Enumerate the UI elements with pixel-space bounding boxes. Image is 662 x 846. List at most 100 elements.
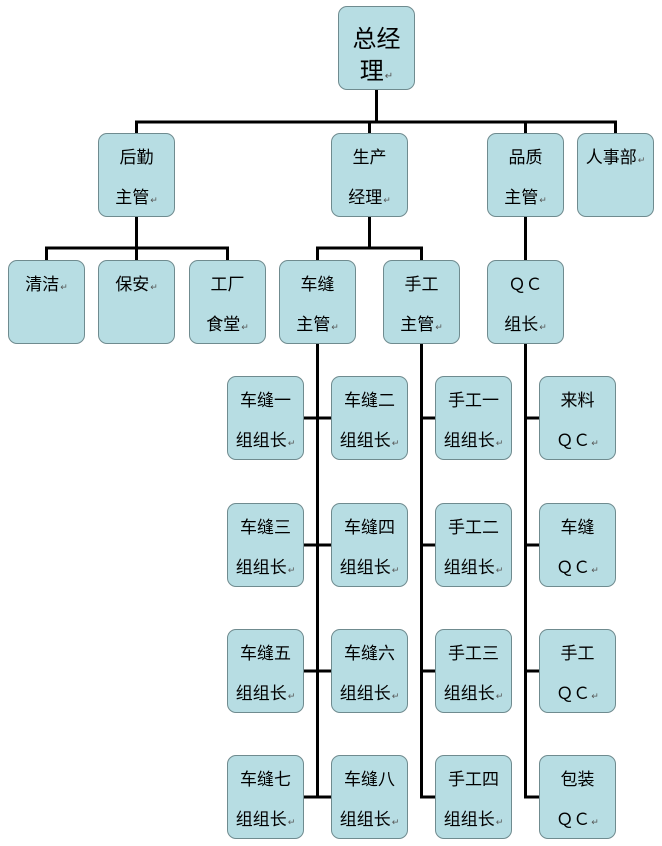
node-label-line: 组组长↵ <box>332 684 407 707</box>
node-sewing-group-2: 车缝二组组长↵ <box>331 376 408 460</box>
paragraph-mark-icon: ↵ <box>150 196 158 206</box>
paragraph-mark-icon: ↵ <box>495 692 504 702</box>
node-label-text: ＱＣ <box>556 810 591 830</box>
node-label-line: 生产 <box>332 148 407 168</box>
node-label-line: ＱＣ↵ <box>540 558 615 581</box>
node-label-line: 组组长↵ <box>436 810 511 833</box>
node-label-text: 车缝七 <box>240 770 291 790</box>
node-label-text: 人事部 <box>585 148 637 168</box>
node-label-text: 后勤 <box>119 148 154 168</box>
node-label-line: 手工二 <box>436 518 511 538</box>
node-label-text: 生产 <box>352 148 387 168</box>
node-security: 保安↵ <box>98 260 175 344</box>
node-label-line: 工厂 <box>190 275 265 295</box>
node-label-line: 后勤 <box>99 148 174 168</box>
node-label-line: 车缝四 <box>332 518 407 538</box>
paragraph-mark-icon: ↵ <box>391 439 400 449</box>
node-sewing-group-7: 车缝七组组长↵ <box>227 755 304 839</box>
node-label-text: 保安 <box>115 275 150 295</box>
paragraph-mark-icon: ↵ <box>241 323 249 333</box>
node-label-text: 车缝四 <box>344 518 395 538</box>
node-label-line: 车缝七 <box>228 770 303 790</box>
node-label-line: 清洁↵ <box>9 275 84 298</box>
paragraph-mark-icon: ↵ <box>391 818 400 828</box>
node-label-line: 主管↵ <box>384 315 459 338</box>
node-production-manager: 生产经理↵ <box>331 133 408 217</box>
node-label-text: 包装 <box>560 770 595 790</box>
node-packing-qc: 包装 ＱＣ↵ <box>539 755 616 839</box>
paragraph-mark-icon: ↵ <box>435 323 443 333</box>
node-label-text: 车缝六 <box>344 644 395 664</box>
node-logistics-supervisor: 后勤主管↵ <box>98 133 175 217</box>
node-label-line: 主管↵ <box>488 188 563 211</box>
node-label-line: ＱＣ↵ <box>540 431 615 454</box>
node-cleaning: 清洁↵ <box>8 260 85 344</box>
paragraph-mark-icon: ↵ <box>331 323 339 333</box>
node-label-line: 手工 <box>384 275 459 295</box>
node-sewing-group-6: 车缝六组组长↵ <box>331 629 408 713</box>
node-label-text: 主管 <box>400 315 435 335</box>
node-sewing-group-5: 车缝五组组长↵ <box>227 629 304 713</box>
node-label-text: 手工三 <box>448 644 499 664</box>
node-label-line: ＱＣ <box>488 275 563 295</box>
node-label-text: 食堂 <box>206 315 241 335</box>
node-label-line: 主管↵ <box>99 188 174 211</box>
paragraph-mark-icon: ↵ <box>495 439 504 449</box>
node-label-line: 主管↵ <box>280 315 355 338</box>
node-label-line: 人事部↵ <box>578 148 653 171</box>
node-label-text: 手工四 <box>448 770 499 790</box>
node-label-text: 组组长 <box>339 558 391 578</box>
node-label-text: 清洁 <box>25 275 60 295</box>
node-label-line: 车缝五 <box>228 644 303 664</box>
paragraph-mark-icon: ↵ <box>591 439 599 449</box>
node-label-text: ＱＣ <box>556 558 591 578</box>
node-label-line: 车缝 <box>280 275 355 295</box>
node-label-line: 车缝一 <box>228 391 303 411</box>
paragraph-mark-icon: ↵ <box>287 439 296 449</box>
node-label-line: 理↵ <box>339 57 414 91</box>
node-label-line: 包装 <box>540 770 615 790</box>
paragraph-mark-icon: ↵ <box>591 692 599 702</box>
paragraph-mark-icon: ↵ <box>495 566 504 576</box>
node-label-text: 组组长 <box>235 684 287 704</box>
node-label-line: 手工一 <box>436 391 511 411</box>
node-handwork-group-1: 手工一组组长↵ <box>435 376 512 460</box>
node-label-text: ＱＣ <box>508 275 543 295</box>
node-label-text: 主管 <box>504 188 539 208</box>
node-label-line: 组组长↵ <box>228 684 303 707</box>
node-handwork-group-3: 手工三组组长↵ <box>435 629 512 713</box>
node-label-text: 组组长 <box>235 431 287 451</box>
node-label-line: 经理↵ <box>332 188 407 211</box>
node-label-text: 总经 <box>352 25 401 53</box>
node-quality-supervisor: 品质主管↵ <box>487 133 564 217</box>
paragraph-mark-icon: ↵ <box>637 156 646 166</box>
node-label-text: 组长 <box>504 315 539 335</box>
node-label-line: 组长↵ <box>488 315 563 338</box>
node-label-line: ＱＣ↵ <box>540 810 615 833</box>
node-label-text: 组组长 <box>443 431 495 451</box>
node-label-text: 理 <box>359 57 384 85</box>
node-label-text: 车缝五 <box>240 644 291 664</box>
node-sewing-group-3: 车缝三组组长↵ <box>227 503 304 587</box>
node-factory-canteen: 工厂食堂↵ <box>189 260 266 344</box>
node-hr-department: 人事部↵ <box>577 133 654 217</box>
paragraph-mark-icon: ↵ <box>60 283 68 293</box>
node-label-text: 手工二 <box>448 518 499 538</box>
paragraph-mark-icon: ↵ <box>384 71 394 82</box>
paragraph-mark-icon: ↵ <box>150 283 158 293</box>
paragraph-mark-icon: ↵ <box>391 566 400 576</box>
node-label-line: ＱＣ↵ <box>540 684 615 707</box>
node-label-line: 车缝 <box>540 518 615 538</box>
node-label-text: 组组长 <box>235 810 287 830</box>
node-label-text: 车缝一 <box>240 391 291 411</box>
node-label-line: 来料 <box>540 391 615 411</box>
paragraph-mark-icon: ↵ <box>539 196 547 206</box>
node-sewing-group-8: 车缝八组组长↵ <box>331 755 408 839</box>
node-incoming-qc: 来料 ＱＣ↵ <box>539 376 616 460</box>
node-label-line: 组组长↵ <box>228 810 303 833</box>
node-label-text: 来料 <box>560 391 595 411</box>
node-label-text: 组组长 <box>235 558 287 578</box>
paragraph-mark-icon: ↵ <box>287 566 296 576</box>
